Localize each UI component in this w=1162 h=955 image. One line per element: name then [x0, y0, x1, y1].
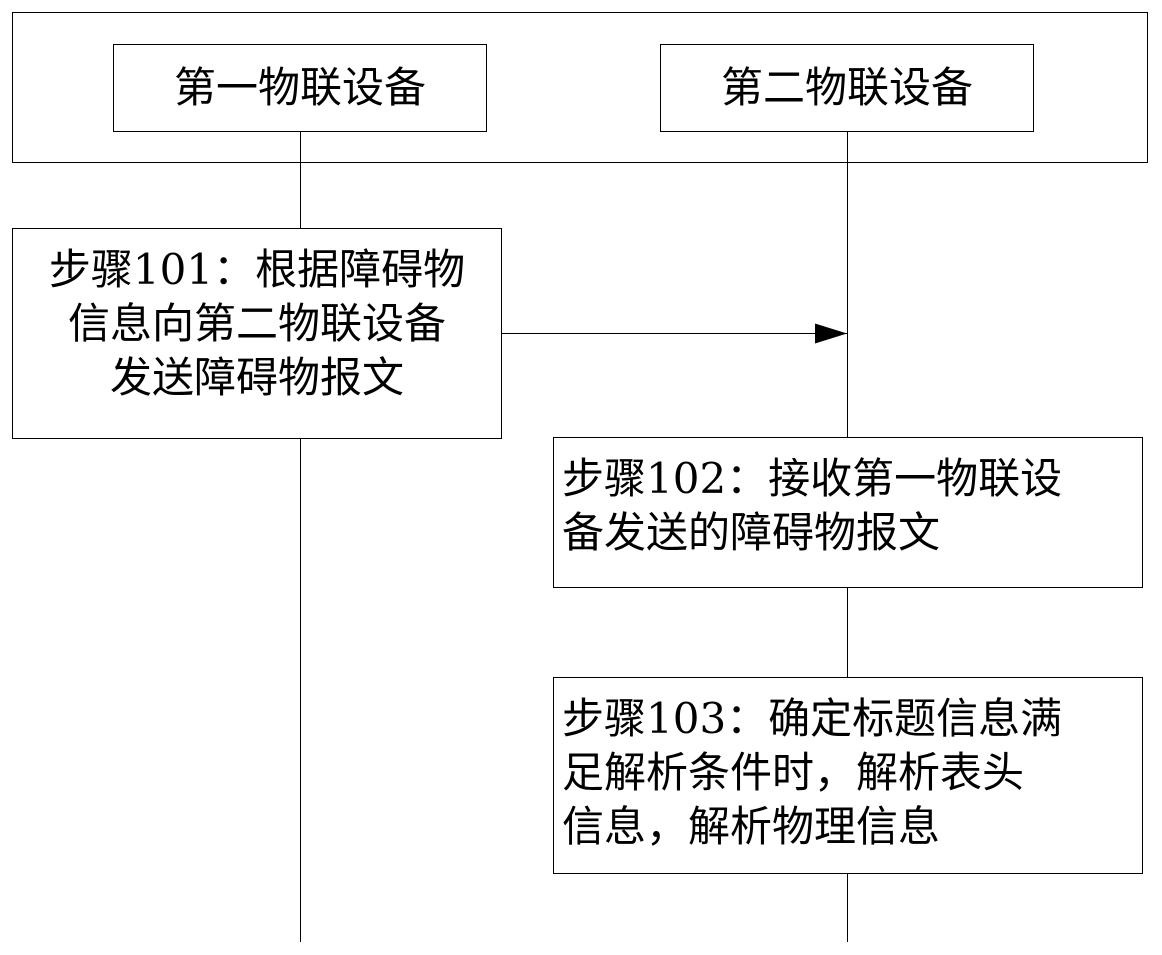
- step-103-box: 步骤103：确定标题信息满 足解析条件时，解析表头 信息，解析物理信息: [553, 677, 1143, 874]
- participants-frame: [12, 12, 1148, 163]
- participant-second-device: 第二物联设备: [660, 44, 1034, 132]
- participant-first-device-label: 第一物联设备: [173, 63, 426, 112]
- step-102-box: 步骤102：接收第一物联设 备发送的障碍物报文: [553, 437, 1143, 588]
- step-103-line-2: 足解析条件时，解析表头: [562, 748, 1025, 797]
- step-101-line-3: 发送障碍物报文: [109, 353, 404, 402]
- step-101-line-2: 信息向第二物联设备: [67, 299, 446, 348]
- participant-first-device: 第一物联设备: [113, 44, 487, 132]
- participant-second-device-label: 第二物联设备: [720, 63, 973, 112]
- step-102-line-1: 步骤102：接收第一物联设: [562, 454, 1063, 503]
- step-101-line-1: 步骤101：根据障碍物: [48, 245, 466, 294]
- step-103-line-3: 信息，解析物理信息: [562, 802, 941, 851]
- step-101-box: 步骤101：根据障碍物 信息向第二物联设备 发送障碍物报文: [12, 228, 502, 439]
- step-103-line-1: 步骤103：确定标题信息满: [562, 694, 1063, 743]
- step-102-line-2: 备发送的障碍物报文: [562, 508, 941, 557]
